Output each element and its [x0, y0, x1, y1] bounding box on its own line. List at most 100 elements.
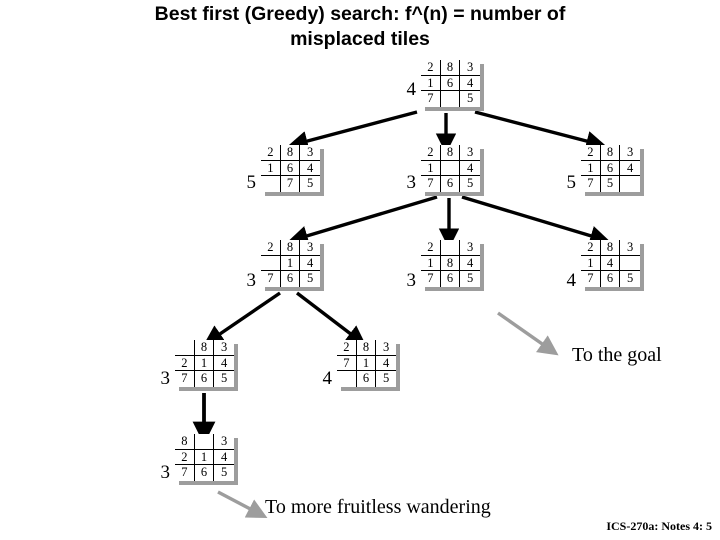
- heuristic-value-l4a: 3: [160, 462, 171, 483]
- puzzle-cell: 5: [627, 271, 634, 286]
- puzzle-cell: 8: [356, 340, 377, 356]
- puzzle-cell: 7: [421, 271, 441, 287]
- puzzle-cell: 6: [441, 271, 461, 287]
- puzzle-cell: 1: [194, 355, 215, 372]
- puzzle-cell: 1: [581, 160, 601, 177]
- puzzle-cell: 7: [175, 371, 195, 387]
- puzzle-cell: 4: [620, 161, 640, 177]
- puzzle-cell: 1: [261, 160, 281, 177]
- puzzle-cell: 8: [280, 145, 301, 161]
- puzzle-cell: 7: [581, 271, 601, 287]
- title-line-1: Best first (Greedy) search: f^(n) = numb…: [154, 3, 566, 25]
- puzzle-cell: 4: [300, 161, 320, 177]
- heuristic-value-l3b: 4: [322, 368, 333, 389]
- puzzle-cell: 7: [337, 355, 357, 372]
- puzzle-cell: 1: [280, 255, 301, 272]
- puzzle-cell: 5: [467, 176, 474, 191]
- puzzle-cell: 4: [460, 76, 480, 92]
- puzzle-cell: 5: [467, 271, 474, 286]
- puzzle-cell: [440, 160, 461, 177]
- puzzle-cell: 2: [261, 240, 281, 256]
- puzzle-cell: 5: [221, 371, 228, 386]
- heuristic-value-l1a: 5: [246, 172, 257, 193]
- puzzle-cell: 5: [221, 465, 228, 480]
- puzzle-cell: [194, 434, 215, 450]
- annotation-to-goal: To the goal: [572, 344, 662, 366]
- heuristic-value-root: 4: [406, 79, 417, 100]
- puzzle-cell: [441, 91, 461, 107]
- puzzle-cell: 2: [581, 240, 601, 256]
- puzzle-cell: 3: [376, 340, 396, 356]
- puzzle-cell: 6: [280, 160, 301, 177]
- puzzle-cell: 8: [600, 240, 621, 256]
- annotation-to-wandering: To more fruitless wandering: [265, 496, 491, 518]
- puzzle-cell: [337, 371, 357, 387]
- puzzle-cell: 5: [307, 271, 314, 286]
- puzzle-cell: 1: [581, 255, 601, 272]
- puzzle-cell: [175, 340, 195, 356]
- puzzle-cell: 8: [440, 255, 461, 272]
- puzzle-cell: 8: [600, 145, 621, 161]
- puzzle-cell: 6: [440, 75, 461, 92]
- puzzle-cell: 4: [300, 256, 320, 272]
- puzzle-cell: 2: [261, 145, 281, 161]
- puzzle-cell: 7: [175, 465, 195, 481]
- puzzle-cell: 6: [281, 271, 301, 287]
- heuristic-value-l2a: 3: [246, 270, 257, 291]
- puzzle-cell: [620, 256, 640, 272]
- puzzle-cell: 4: [214, 356, 234, 372]
- heuristic-value-l3a: 3: [160, 368, 171, 389]
- puzzle-cell: 6: [601, 271, 621, 287]
- heuristic-value-l2c: 4: [566, 270, 577, 291]
- puzzle-cell: 2: [175, 355, 195, 372]
- puzzle-cell: [440, 240, 461, 256]
- puzzle-cell: 8: [280, 240, 301, 256]
- puzzle-cell: 1: [421, 160, 441, 177]
- puzzle-cell: 3: [620, 240, 640, 256]
- puzzle-cell: 3: [214, 434, 234, 450]
- title-line-2: misplaced tiles: [290, 28, 430, 50]
- footer-citation: ICS-270a: Notes 4: 5: [606, 519, 712, 533]
- puzzle-cell: 4: [214, 450, 234, 466]
- puzzle-cell: 3: [460, 145, 480, 161]
- puzzle-cell: 6: [600, 160, 621, 177]
- puzzle-cell: 8: [175, 434, 195, 450]
- puzzle-cell: [620, 176, 640, 192]
- puzzle-cell: 5: [601, 176, 621, 192]
- puzzle-cell: 3: [460, 60, 480, 76]
- heuristic-value-l1b: 3: [406, 172, 417, 193]
- puzzle-cell: 1: [421, 255, 441, 272]
- puzzle-cell: 5: [383, 371, 390, 386]
- puzzle-cell: 6: [441, 176, 461, 192]
- puzzle-cell: 2: [581, 145, 601, 161]
- puzzle-cell: 1: [194, 449, 215, 466]
- puzzle-cell: 7: [261, 271, 281, 287]
- puzzle-cell: 8: [440, 145, 461, 161]
- puzzle-cell: 4: [600, 255, 621, 272]
- puzzle-cell: 4: [460, 161, 480, 177]
- puzzle-cell: 1: [421, 75, 441, 92]
- heuristic-value-l1c: 5: [566, 172, 577, 193]
- puzzle-cell: 2: [337, 340, 357, 356]
- puzzle-cell: [261, 255, 281, 272]
- puzzle-cell: 3: [214, 340, 234, 356]
- heuristic-value-l2b: 3: [406, 270, 417, 291]
- puzzle-cell: 3: [620, 145, 640, 161]
- puzzle-cell: 1: [356, 355, 377, 372]
- puzzle-cell: 8: [440, 60, 461, 76]
